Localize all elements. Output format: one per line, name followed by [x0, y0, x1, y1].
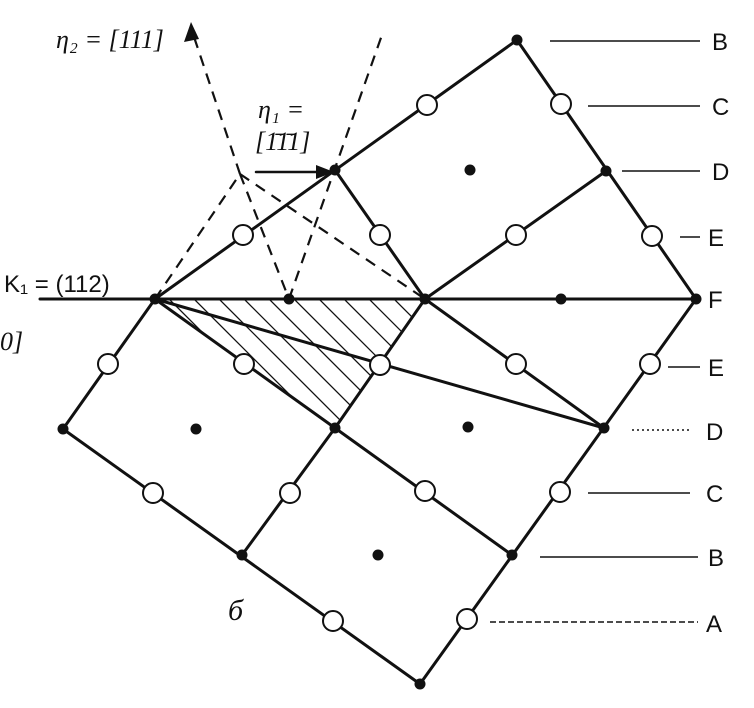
layer-label-1: B [712, 29, 728, 56]
layer-label-6: E [708, 355, 724, 382]
open-atoms [97, 93, 663, 632]
eta1-arrowhead [316, 165, 334, 179]
layer-label-7: D [706, 419, 723, 446]
eta2-label: η₂ = [111] [56, 25, 164, 54]
layer-label-3: D [712, 159, 729, 186]
layer-label-5: F [708, 287, 723, 314]
layer-label-4: E [708, 225, 724, 252]
eta1-label-bottom: [1̄1̄1] [255, 127, 310, 156]
solid-atoms [57, 34, 702, 690]
upper-lattice [153, 38, 698, 301]
layer-label-10: A [706, 611, 722, 638]
layer-label-9: B [708, 545, 724, 572]
dashed-construction [154, 27, 426, 300]
eta2-arrowhead [184, 22, 199, 42]
layer-labels: B C D E F E D C B A [706, 29, 729, 638]
layer-reference-lines [490, 40, 700, 623]
eta1-label-top: η₁ = [258, 95, 304, 124]
layer-label-2: C [712, 94, 729, 121]
figure-letter: б [228, 594, 244, 627]
left-cut-label: 0] [0, 327, 23, 356]
k1-label: K₁ = (112) [4, 271, 110, 298]
layer-label-8: C [706, 481, 723, 508]
hatched-shear-region [155, 299, 425, 428]
